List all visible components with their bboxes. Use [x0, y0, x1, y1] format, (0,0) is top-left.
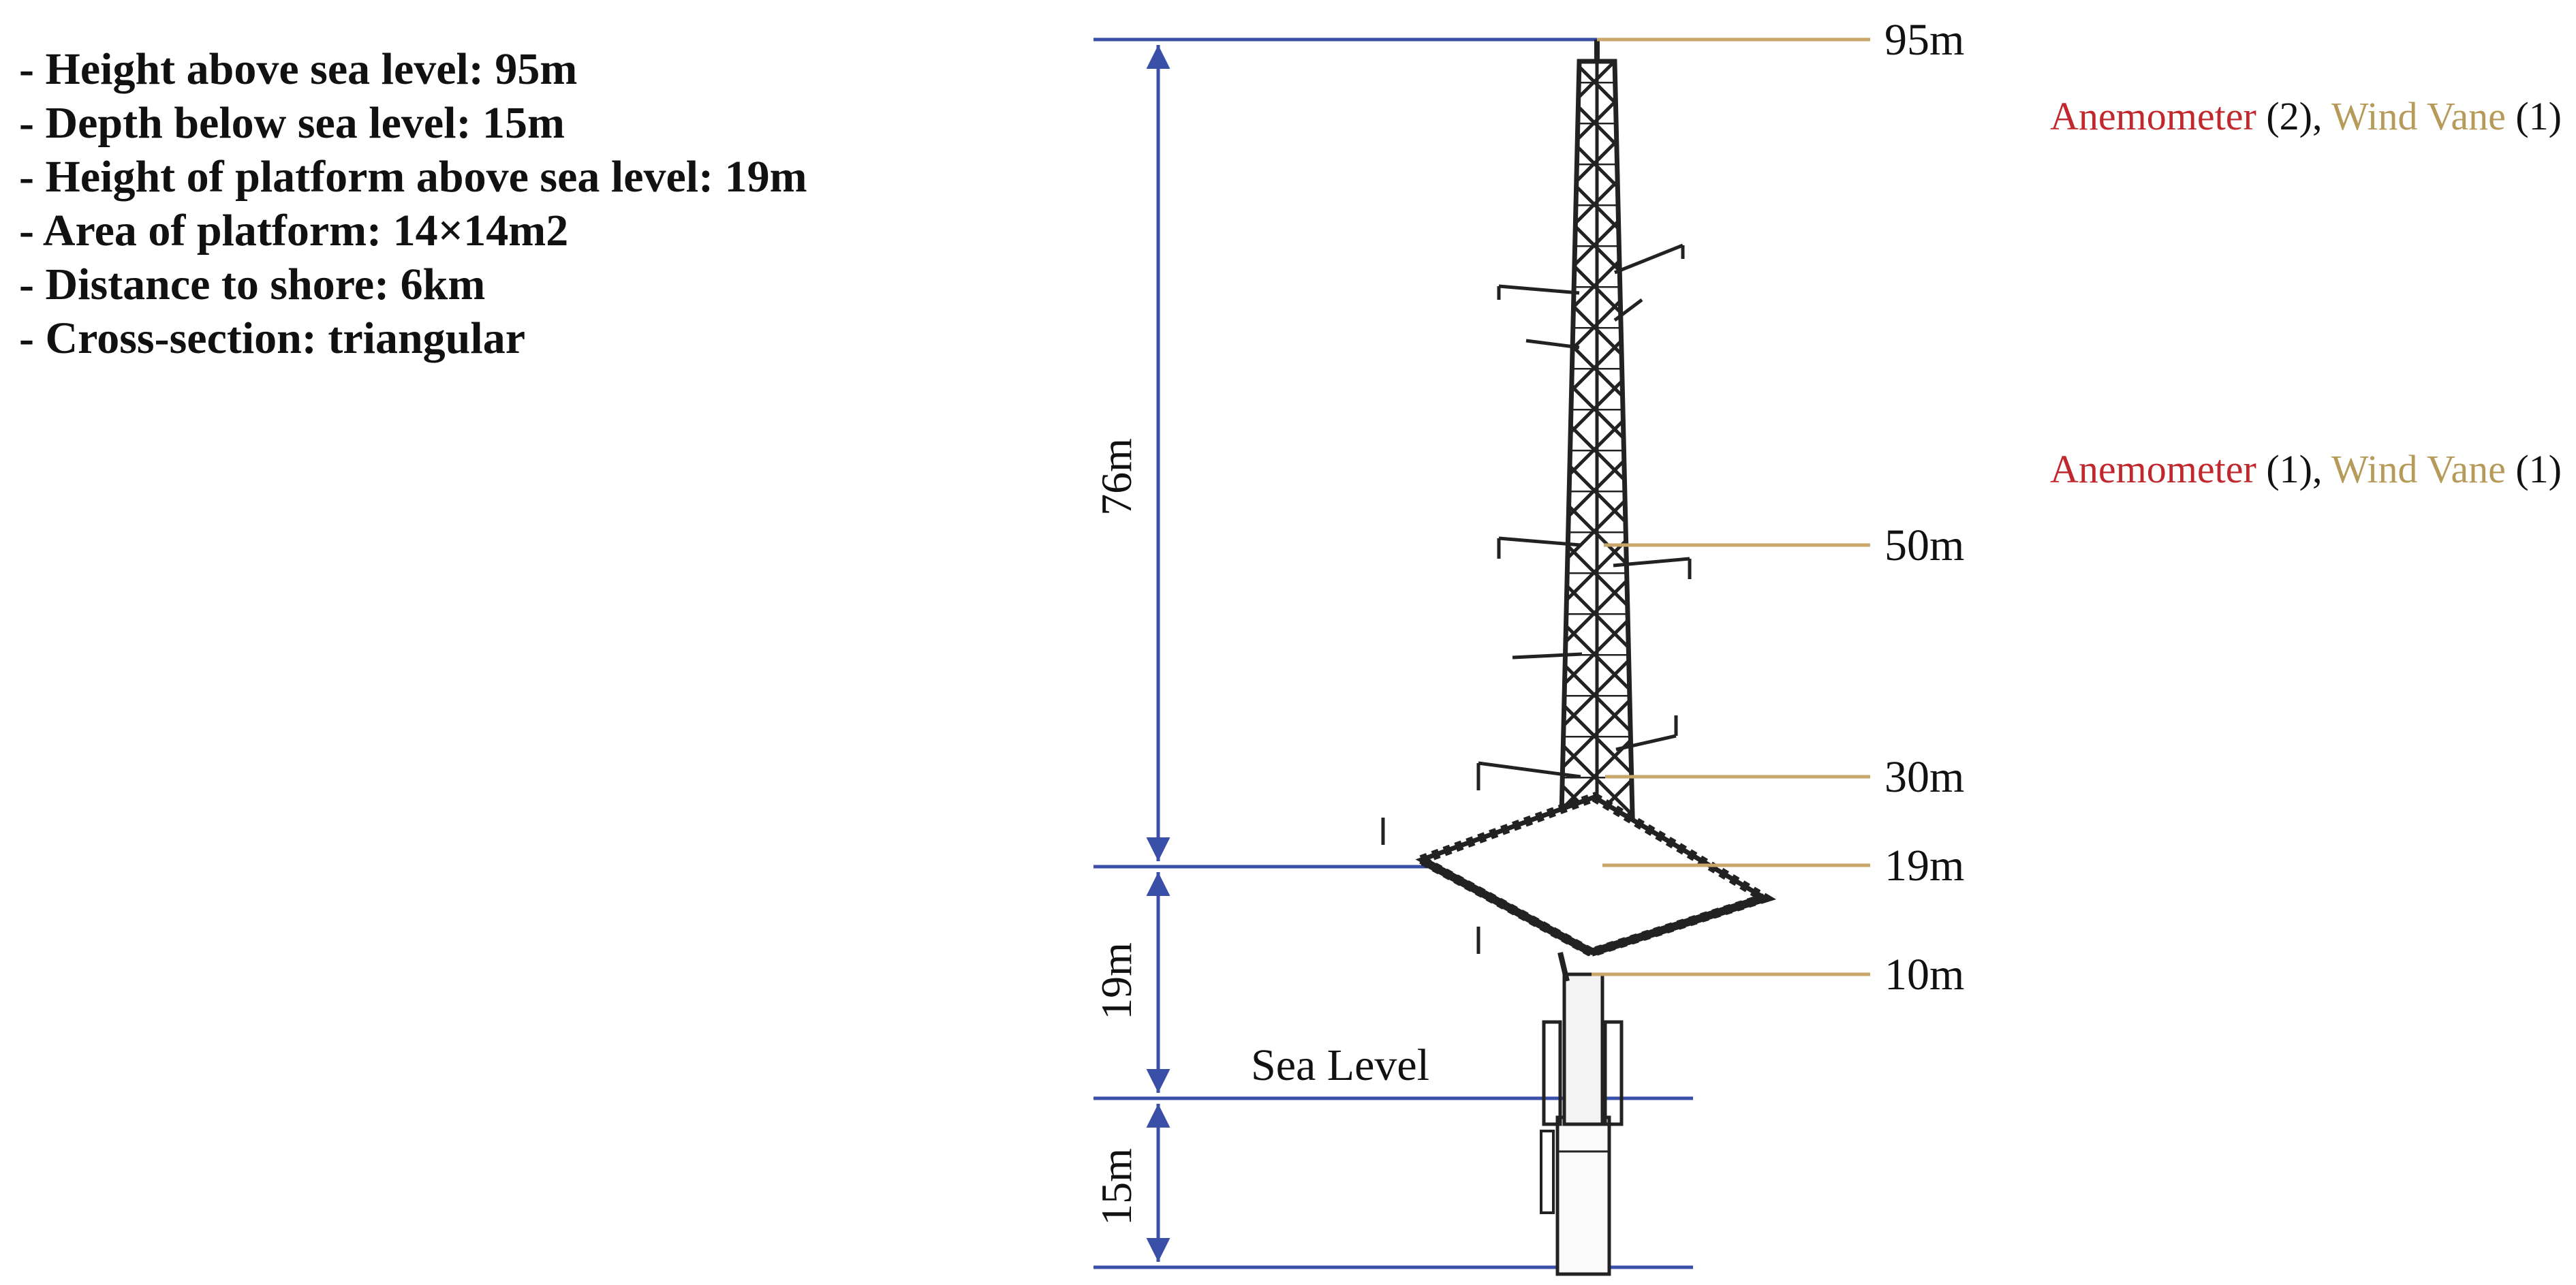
spec-platform-area: - Area of platform: 14×14m2	[19, 206, 569, 256]
height-label-10m: 10m	[1884, 950, 1964, 1000]
anemometer-label-top: Anemometer	[2050, 94, 2256, 138]
height-label-95m: 95m	[1884, 15, 1964, 65]
dimension-label-19m: 19m	[1092, 942, 1140, 1020]
tower-structure	[1381, 40, 1777, 1276]
anemometer-count-mid: (1),	[2256, 447, 2331, 491]
wind-vane-count-top: (1)	[2506, 94, 2562, 138]
spec-depth: - Depth below sea level: 15m	[19, 98, 565, 148]
specification-list: - Height above sea level: 95m - Depth be…	[19, 42, 807, 365]
wind-vane-label-mid: Wind Vane	[2331, 447, 2506, 491]
sea-level-label: Sea Level	[1251, 1040, 1429, 1090]
height-leader-lines	[1592, 37, 1870, 976]
wind-vane-count-mid: (1)	[2506, 447, 2562, 491]
sensor-label-top: Anemometer (2), Wind Vane (1)	[2050, 94, 2562, 138]
height-label-19m: 19m	[1884, 841, 1964, 891]
anemometer-count-top: (2),	[2256, 94, 2331, 138]
dimension-label-15m: 15m	[1092, 1148, 1140, 1226]
spec-platform-height: - Height of platform above sea level: 19…	[19, 152, 807, 202]
dimension-label-76m: 76m	[1092, 438, 1140, 516]
wind-vane-label-top: Wind Vane	[2331, 94, 2506, 138]
height-label-50m: 50m	[1884, 521, 1964, 570]
sensor-label-mid: Anemometer (1), Wind Vane (1)	[2050, 447, 2562, 491]
spec-shore-distance: - Distance to shore: 6km	[19, 260, 486, 309]
anemometer-label-mid: Anemometer	[2050, 447, 2256, 491]
spec-cross-section: - Cross-section: triangular	[19, 313, 526, 363]
height-label-30m: 30m	[1884, 752, 1964, 802]
spec-height: - Height above sea level: 95m	[19, 44, 578, 94]
